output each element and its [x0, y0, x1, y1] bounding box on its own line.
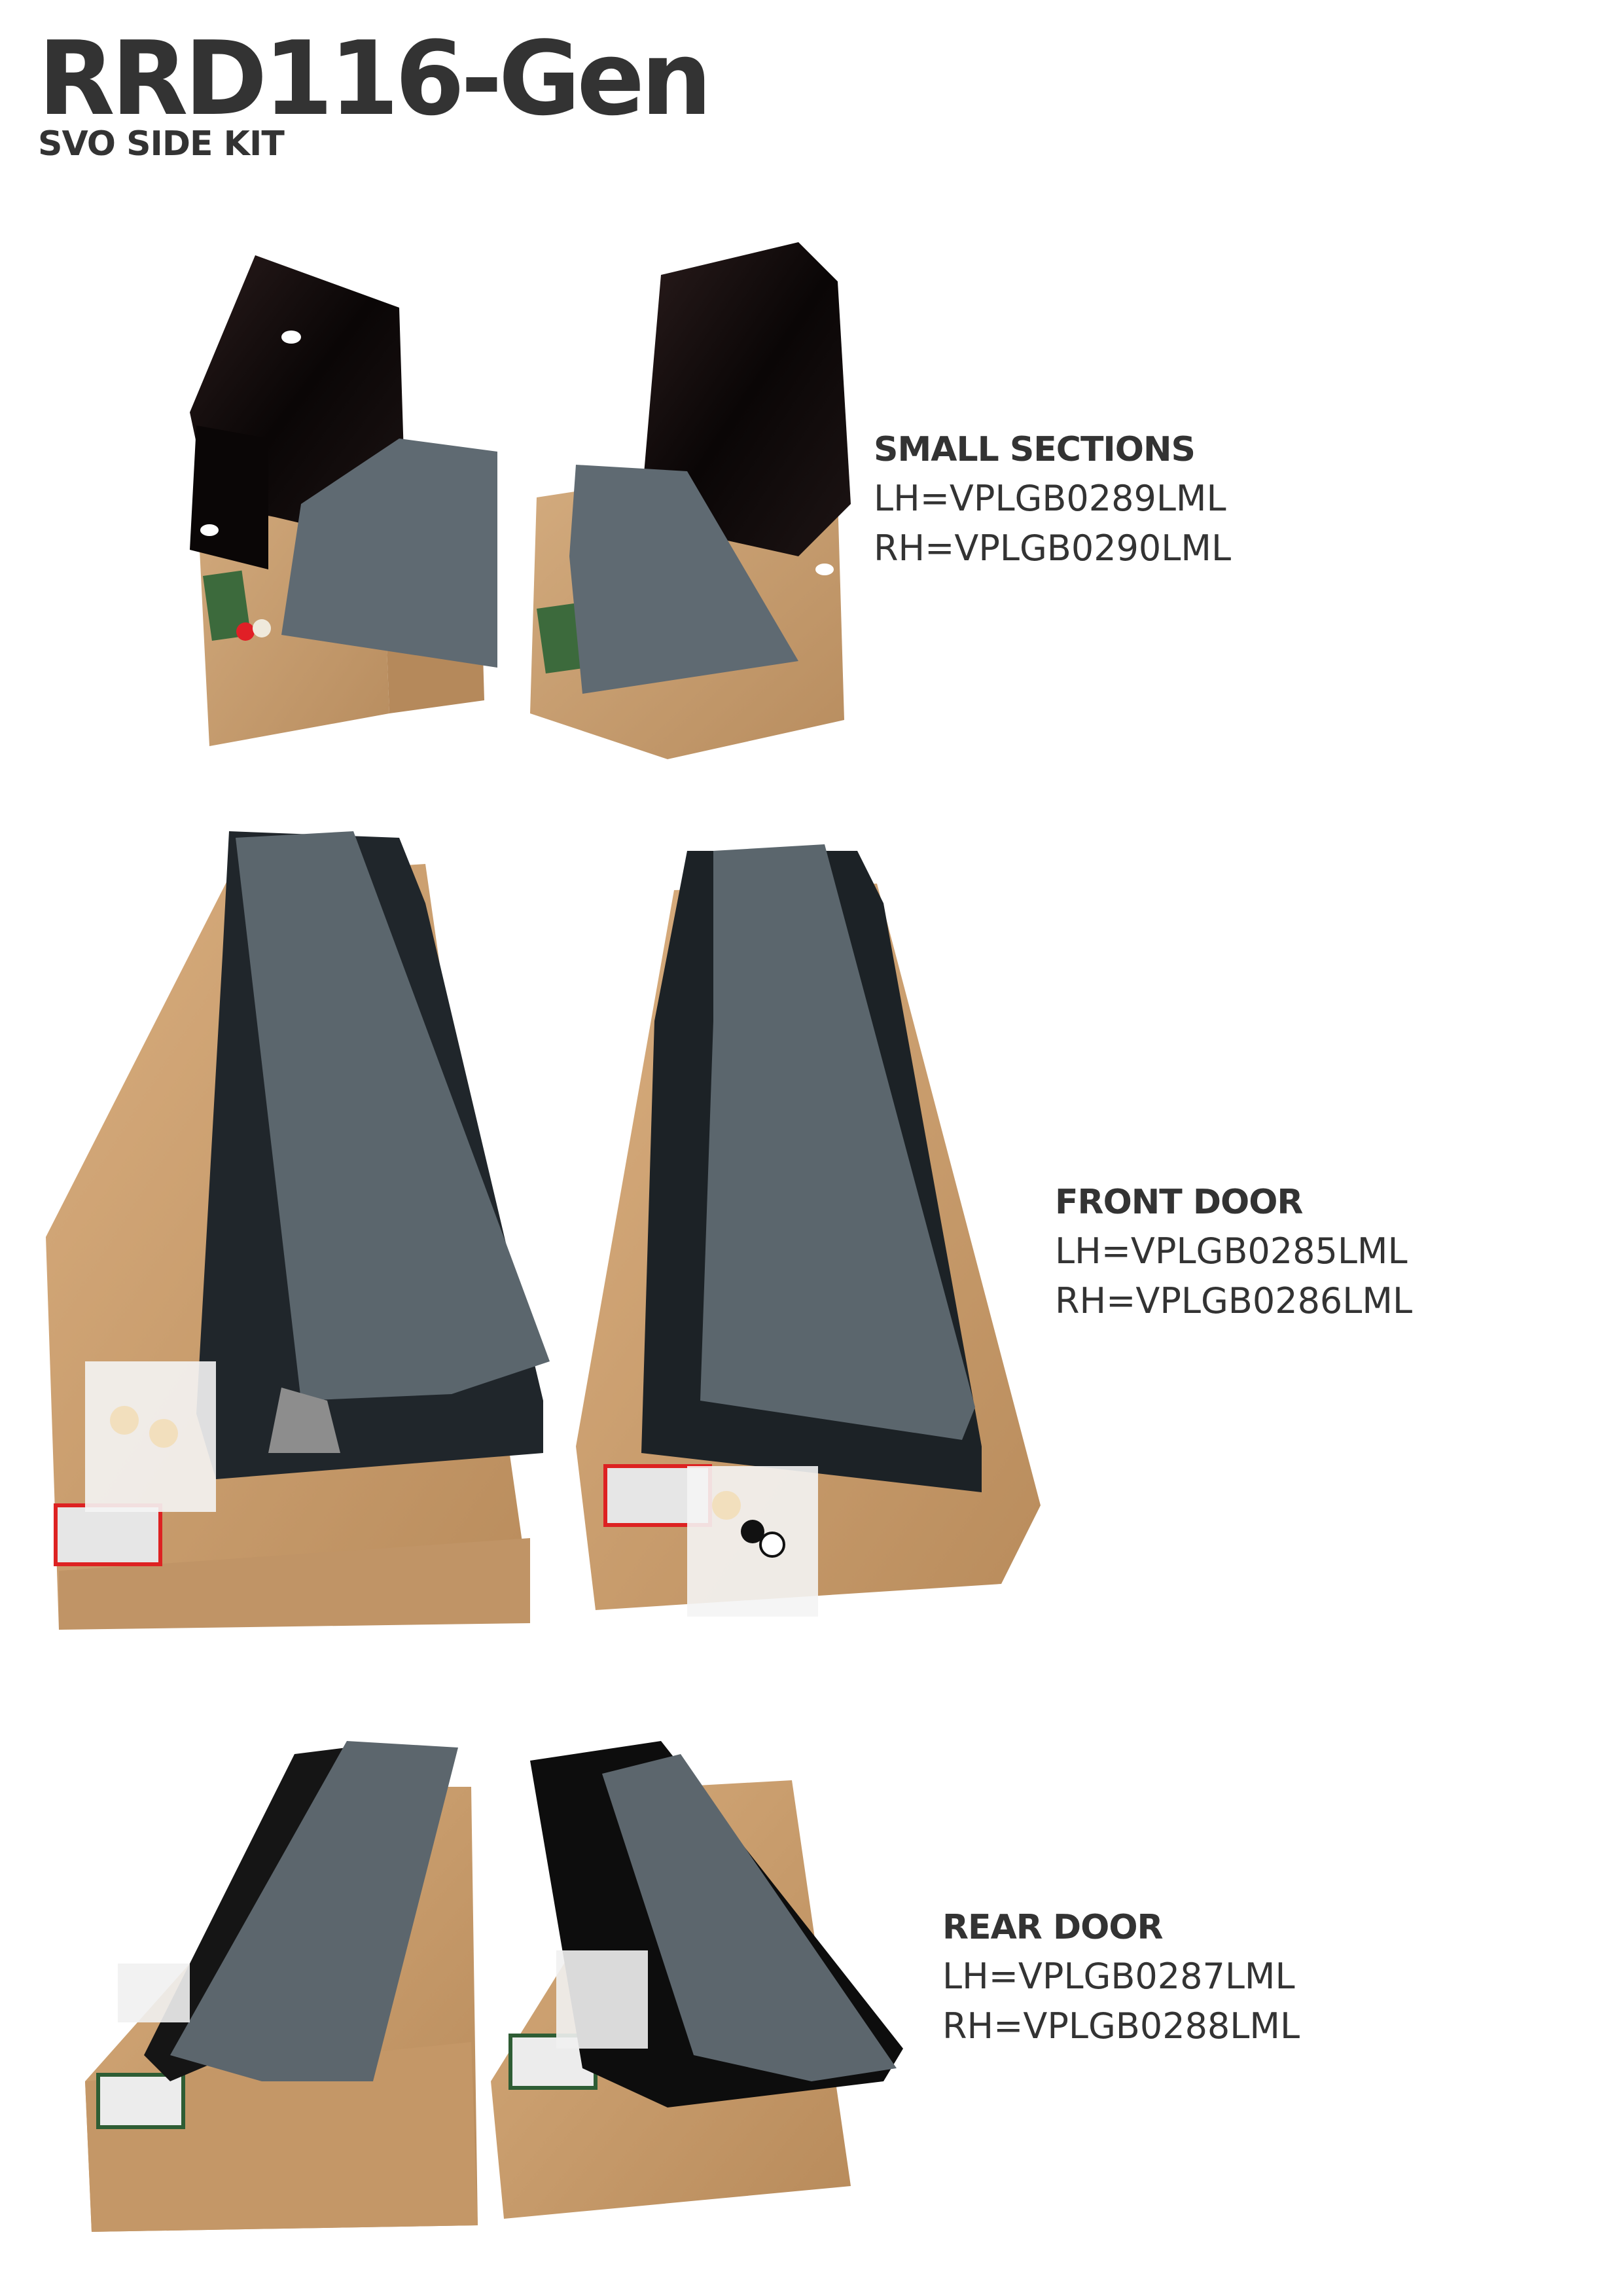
small-sections-label: SMALL SECTIONS LH=VPLGB0289LML RH=VPLGB0…	[874, 425, 1231, 573]
front-door-rh-code: RH=VPLGB0286LML	[1055, 1280, 1413, 1321]
rear-door-rh-code: RH=VPLGB0288LML	[942, 2005, 1300, 2047]
small-sections-lh-code: LH=VPLGB0289LML	[874, 478, 1226, 519]
rear-door-heading: REAR DOOR	[942, 1908, 1164, 1947]
front-door-photo	[33, 825, 1054, 1643]
rear-door-label: REAR DOOR LH=VPLGB0287LML RH=VPLGB0288LM…	[942, 1903, 1300, 2051]
front-door-lh-code: LH=VPLGB0285LML	[1055, 1230, 1408, 1272]
rear-door-photo	[72, 1715, 916, 2251]
page-title: RRD116-Gen	[38, 19, 712, 138]
front-door-label: FRONT DOOR LH=VPLGB0285LML RH=VPLGB0286L…	[1055, 1178, 1412, 1326]
small-sections-photo	[170, 242, 883, 766]
small-sections-heading: SMALL SECTIONS	[874, 430, 1196, 469]
front-door-heading: FRONT DOOR	[1055, 1183, 1303, 1222]
small-sections-rh-code: RH=VPLGB0290LML	[874, 528, 1232, 569]
page-subtitle: SVO SIDE KIT	[38, 124, 285, 164]
rear-door-lh-code: LH=VPLGB0287LML	[942, 1956, 1295, 1997]
